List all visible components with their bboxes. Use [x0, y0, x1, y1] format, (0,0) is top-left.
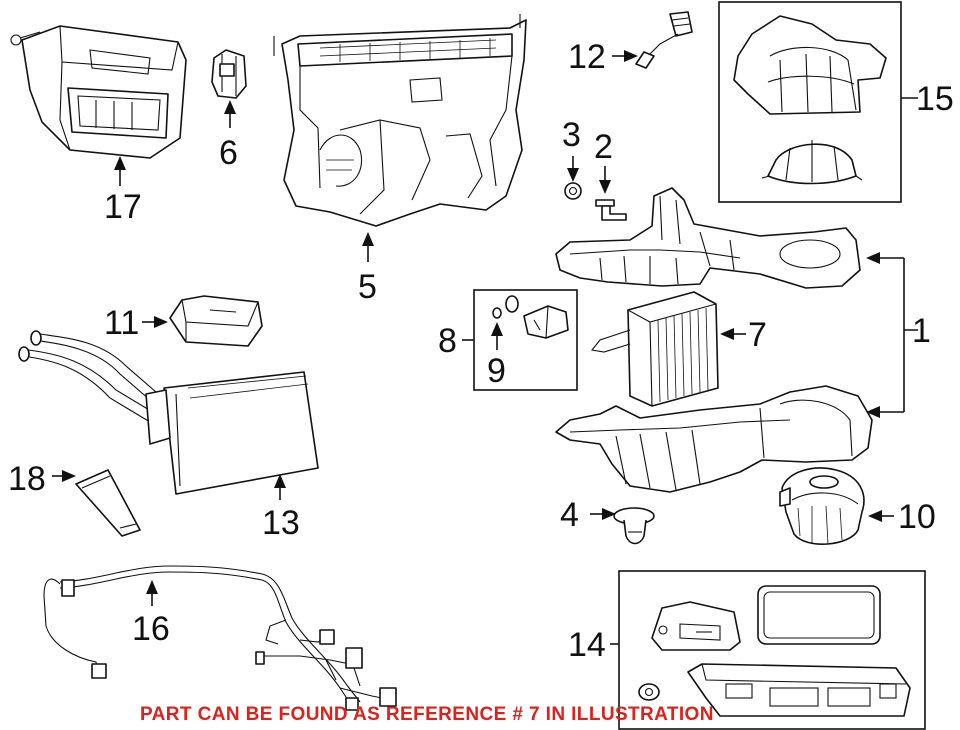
- callout-9: 9: [487, 322, 506, 390]
- part-18-filter-pad: [75, 469, 141, 537]
- callout-18: 18: [8, 460, 76, 498]
- callout-7-label: 7: [748, 316, 767, 354]
- part-17-duct-housing: [10, 25, 187, 159]
- callout-5-label: 5: [358, 268, 377, 306]
- callout-14: 14: [568, 626, 619, 664]
- part-16-wiring-harness: [43, 565, 397, 711]
- callout-12: 12: [568, 38, 638, 76]
- part-2-stud: [595, 199, 627, 221]
- part-1-lower-case: [555, 385, 873, 493]
- reference-note: PART CAN BE FOUND AS REFERENCE # 7 IN IL…: [140, 704, 714, 725]
- callout-9-label: 9: [487, 352, 506, 390]
- callout-2: 2: [594, 128, 613, 194]
- callout-13-label: 13: [262, 504, 300, 542]
- callout-1-label: 1: [912, 312, 931, 350]
- part-8-valve-kit-box: [473, 289, 578, 391]
- callout-17: 17: [104, 156, 142, 226]
- callout-12-label: 12: [568, 38, 606, 76]
- callout-8-label: 8: [438, 322, 457, 360]
- callout-11-label: 11: [104, 304, 139, 342]
- callout-15-label: 15: [916, 80, 954, 118]
- callout-15: 15: [901, 80, 954, 118]
- callout-3-label: 3: [562, 116, 581, 154]
- callout-11: 11: [104, 304, 168, 342]
- part-15-kit-box: [718, 1, 902, 203]
- part-4-grommet: [613, 507, 655, 545]
- callout-18-label: 18: [8, 460, 46, 498]
- callout-4: 4: [560, 496, 616, 534]
- callout-1: 1: [866, 252, 931, 418]
- callout-8: 8: [438, 322, 474, 360]
- part-11-resistor: [169, 295, 263, 347]
- part-7-evaporator: [590, 291, 719, 407]
- part-13-heater-core: [18, 330, 319, 495]
- callout-7: 7: [720, 316, 767, 354]
- part-3-washer: [564, 182, 582, 200]
- part-12-sensor: [635, 11, 693, 69]
- callout-3: 3: [562, 116, 581, 182]
- callout-17-label: 17: [104, 188, 142, 226]
- callout-16: 16: [132, 580, 170, 648]
- callout-6-label: 6: [219, 134, 238, 172]
- callout-10-label: 10: [898, 498, 936, 536]
- callout-5: 5: [358, 232, 377, 306]
- callout-13: 13: [262, 474, 300, 542]
- part-10-blower-motor: [779, 467, 865, 545]
- part-1-upper-case: [555, 187, 861, 289]
- callout-14-label: 14: [568, 626, 606, 664]
- part-5-hvac-case: [273, 14, 527, 227]
- callout-16-label: 16: [132, 610, 170, 648]
- callout-10: 10: [868, 498, 936, 536]
- part-6-actuator: [211, 49, 247, 99]
- part-14-kit-box: [618, 570, 926, 730]
- callout-6: 6: [219, 100, 238, 172]
- callout-4-label: 4: [560, 496, 579, 534]
- callout-2-label: 2: [594, 128, 613, 166]
